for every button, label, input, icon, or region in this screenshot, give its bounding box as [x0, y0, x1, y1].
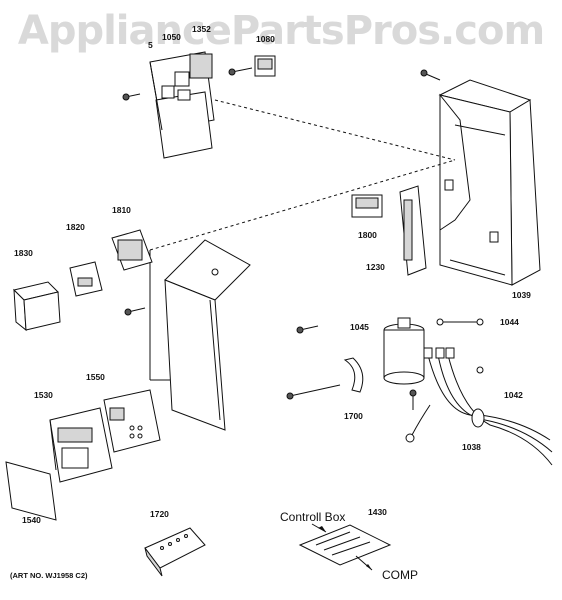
- board-1550: [103, 389, 161, 453]
- board-1810: [111, 229, 153, 271]
- part-1830: [13, 281, 61, 332]
- control-box-housing-1039: [420, 69, 541, 286]
- inner-panel: [164, 239, 251, 431]
- label-1080: 1080: [256, 34, 275, 44]
- label-1810: 1810: [112, 205, 131, 215]
- label-1044: 1044: [500, 317, 519, 327]
- art-number: (ART NO. WJ1958 C2): [10, 571, 88, 580]
- strap-1700: [286, 357, 364, 400]
- label-1540: 1540: [22, 515, 41, 525]
- label-1352: 1352: [192, 24, 211, 34]
- label-5: 5: [148, 40, 153, 50]
- screw-1230: [296, 325, 319, 334]
- control-box-callout: Controll Box: [280, 510, 345, 524]
- control-panel-1530: [49, 407, 113, 483]
- screw-center: [124, 307, 146, 316]
- label-1038: 1038: [462, 442, 481, 452]
- label-1430: [298, 523, 392, 571]
- screw-top-left: [122, 93, 141, 101]
- label-1800: 1800: [358, 230, 377, 240]
- relay-1080: [228, 55, 276, 77]
- label-1039: 1039: [512, 290, 531, 300]
- remote-1720: [144, 527, 206, 577]
- label-1042: 1042: [504, 390, 523, 400]
- label-1050: 1050: [162, 32, 181, 42]
- label-1820: 1820: [66, 222, 85, 232]
- label-1700: 1700: [344, 411, 363, 421]
- wire-1044: [436, 318, 484, 326]
- bracket-1230: [399, 185, 427, 276]
- label-1720: 1720: [150, 509, 169, 519]
- relay-board-assembly: [149, 51, 215, 159]
- comp-callout: COMP: [382, 568, 418, 582]
- label-1430: 1430: [368, 507, 387, 517]
- wire-harness-1042: [405, 347, 553, 466]
- overlay-1540: [5, 461, 57, 521]
- label-1045: 1045: [350, 322, 369, 332]
- capacitor-1045: [383, 317, 425, 385]
- label-1550: 1550: [86, 372, 105, 382]
- label-1530: 1530: [34, 390, 53, 400]
- part-1800: [351, 194, 383, 218]
- label-1230: 1230: [366, 262, 385, 272]
- part-1820: [69, 261, 103, 297]
- label-1830: 1830: [14, 248, 33, 258]
